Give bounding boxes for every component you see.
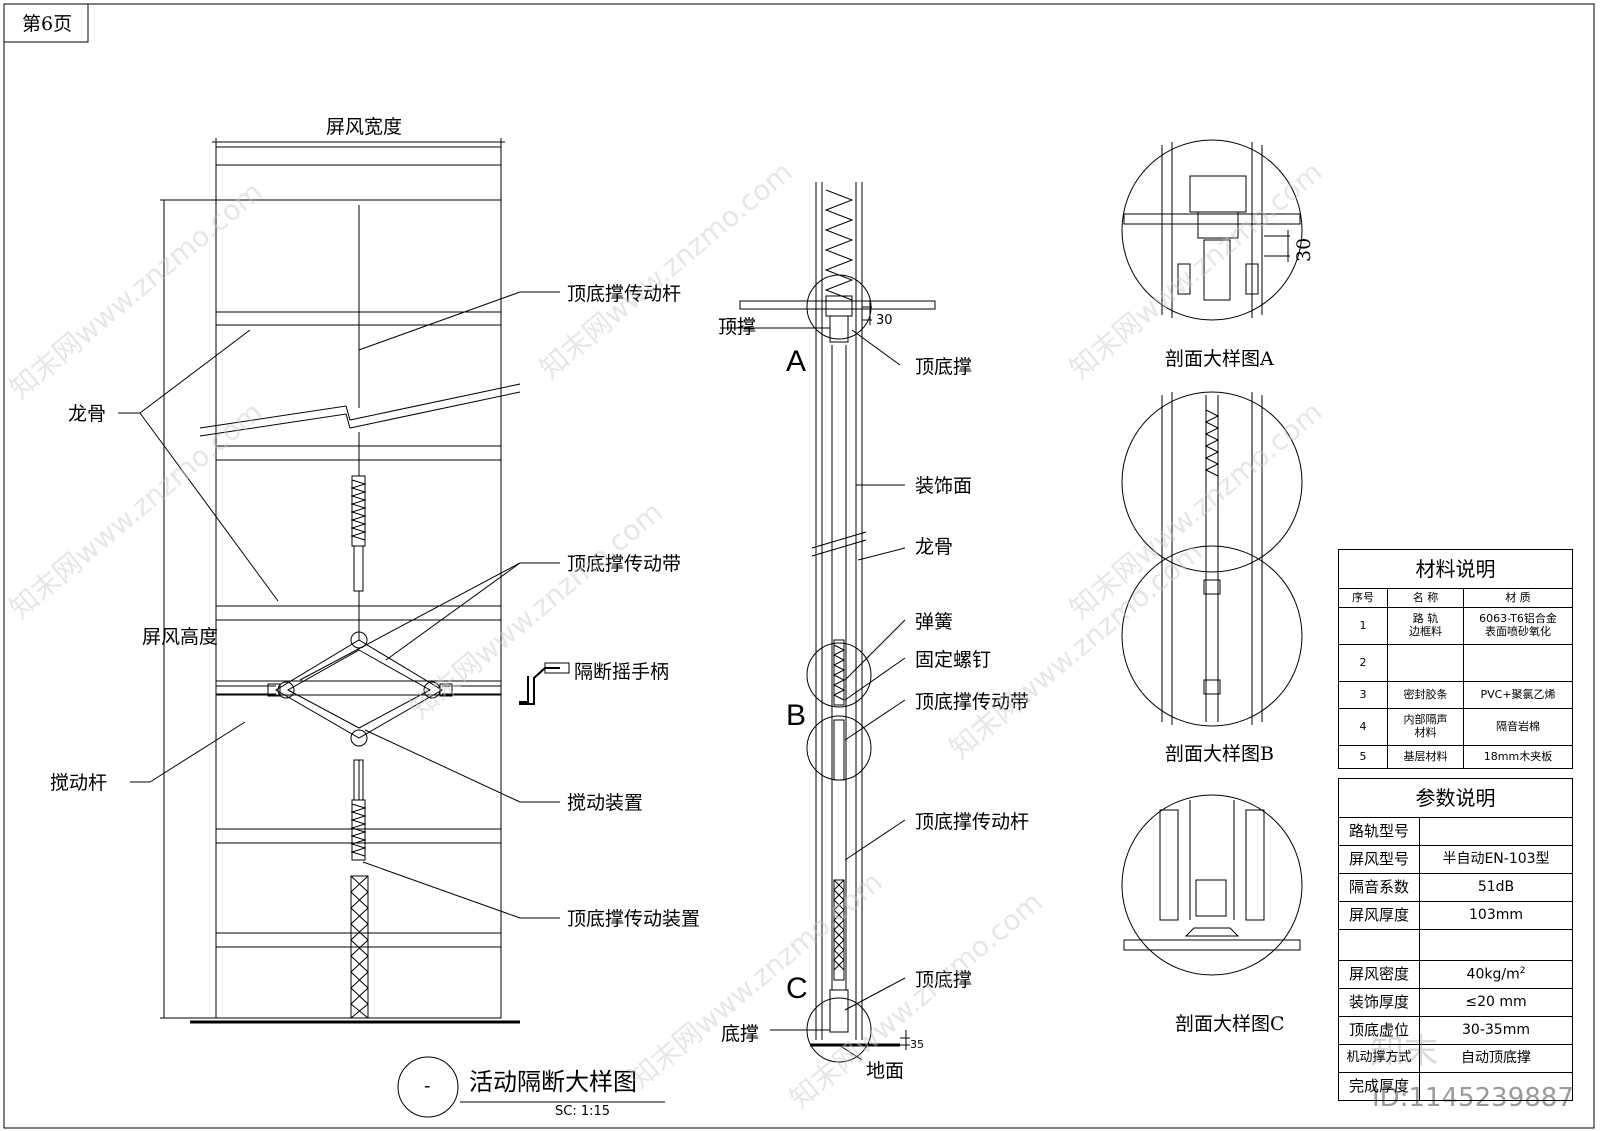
param-key: 完成厚度	[1338, 1072, 1420, 1101]
materials-row-no: 5	[1338, 745, 1388, 769]
drive-belt-label: 顶底撑传动带	[567, 553, 681, 575]
spring-label: 弹簧	[915, 611, 953, 633]
param-value: ≤20 mm	[1419, 988, 1573, 1017]
page-label: 第6页	[22, 13, 72, 35]
detail-b-title: 剖面大样图B	[1165, 743, 1274, 765]
materials-row-name: 内部隔声 材料	[1387, 708, 1464, 746]
drawing-border	[3, 3, 1595, 1129]
materials-row-no: 4	[1338, 708, 1388, 746]
param-value: 51dB	[1419, 873, 1573, 902]
top-brace-label: 顶撑	[718, 316, 756, 338]
section-drawing	[720, 182, 936, 1063]
detail-c-title: 剖面大样图C	[1175, 1013, 1285, 1035]
bottom-brace-label: 底撑	[721, 1023, 759, 1045]
section-keel-label: 龙骨	[915, 536, 953, 558]
density-value: 40kg/m	[1466, 966, 1520, 983]
marker-a: A	[786, 345, 806, 378]
materials-row-material	[1463, 644, 1573, 682]
materials-row-material: PVC+聚氯乙烯	[1463, 681, 1573, 709]
section-top-bottom-brace-label: 顶底撑	[915, 356, 972, 378]
param-key: 隔音系数	[1338, 873, 1420, 902]
param-key: 屏风型号	[1338, 845, 1420, 874]
drawing-scale: SC: 1:15	[555, 1104, 610, 1119]
bottom-gap-dim: 35	[910, 1038, 924, 1051]
materials-row-material: 隔音岩棉	[1463, 708, 1573, 746]
materials-row-material: 18mm木夹板	[1463, 745, 1573, 769]
materials-table: 材料说明 序号 名 称 材 质 1 路 轨 边框料 6063-T6铝合金 表面喷…	[1338, 549, 1573, 769]
detail-c	[1121, 794, 1303, 976]
param-value	[1419, 1072, 1573, 1101]
param-key: 顶底虚位	[1338, 1016, 1420, 1045]
materials-title: 材料说明	[1338, 549, 1573, 589]
watermark-text: 知末网www.znzmo.com	[1063, 395, 1328, 625]
drive-rod-label: 顶底撑传动杆	[567, 283, 681, 305]
keel-label: 龙骨	[68, 403, 106, 425]
detail-b	[1121, 391, 1303, 727]
param-value	[1419, 929, 1573, 961]
fixing-screw-label: 固定螺钉	[915, 649, 991, 671]
screen-height-label: 屏风高度	[142, 626, 218, 648]
param-value	[1419, 817, 1573, 846]
section-drive-belt-label: 顶底撑传动带	[915, 691, 1029, 713]
page-label-box	[3, 3, 89, 43]
param-key: 机动撑方式	[1338, 1044, 1420, 1073]
marker-c: C	[786, 972, 808, 1005]
crank-handle-label: 隔断摇手柄	[574, 661, 669, 683]
marker-b: B	[786, 699, 806, 732]
param-key	[1338, 929, 1420, 961]
title-circle-mark: -	[424, 1075, 430, 1097]
materials-row-material: 6063-T6铝合金 表面喷砂氧化	[1463, 607, 1573, 645]
params-title: 参数说明	[1338, 778, 1573, 818]
materials-row-name: 基层材料	[1387, 745, 1464, 769]
materials-header-material: 材 质	[1463, 588, 1573, 608]
materials-row-no: 1	[1338, 607, 1388, 645]
detail-a-dim: 30	[1293, 238, 1315, 262]
param-value: 30-35mm	[1419, 1016, 1573, 1045]
detail-a	[1121, 139, 1303, 321]
screen-width-label: 屏风宽度	[326, 116, 402, 138]
param-key: 路轨型号	[1338, 817, 1420, 846]
param-value-density: 40kg/m2	[1419, 960, 1573, 989]
drive-device-label: 顶底撑传动装置	[567, 908, 700, 930]
watermark-text: 知末网www.znzmo.com	[3, 395, 268, 625]
top-gap-dim: 30	[876, 313, 893, 328]
stir-device-label: 搅动装置	[567, 792, 643, 814]
section-drive-rod-label: 顶底撑传动杆	[915, 811, 1029, 833]
drawing-title: 活动隔断大样图	[469, 1068, 637, 1096]
materials-header-no: 序号	[1338, 588, 1388, 608]
param-key: 装饰厚度	[1338, 988, 1420, 1017]
section-bottom-brace-label: 顶底撑	[915, 969, 972, 991]
detail-a-title: 剖面大样图A	[1165, 348, 1274, 370]
materials-row-no: 2	[1338, 644, 1388, 682]
density-sup: 2	[1519, 966, 1526, 977]
materials-row-no: 3	[1338, 681, 1388, 709]
finish-face-label: 装饰面	[915, 475, 972, 497]
materials-row-name: 路 轨 边框料	[1387, 607, 1464, 645]
watermark-text: 知末网www.znzmo.com	[533, 155, 798, 385]
materials-header-name: 名 称	[1387, 588, 1464, 608]
floor-label: 地面	[866, 1060, 904, 1082]
param-key: 屏风密度	[1338, 960, 1420, 989]
materials-row-name: 密封胶条	[1387, 681, 1464, 709]
stir-rod-label: 搅动杆	[50, 772, 107, 794]
param-key: 屏风厚度	[1338, 901, 1420, 930]
left-elevation	[118, 138, 570, 1024]
title-block	[397, 1056, 665, 1118]
watermark-text: 知末网www.znzmo.com	[3, 175, 268, 405]
materials-row-name	[1387, 644, 1464, 682]
param-value: 自动顶底撑	[1419, 1044, 1573, 1073]
param-value: 半自动EN-103型	[1419, 845, 1573, 874]
watermark-text: 知末网www.znzmo.com	[403, 495, 668, 725]
param-value: 103mm	[1419, 901, 1573, 930]
